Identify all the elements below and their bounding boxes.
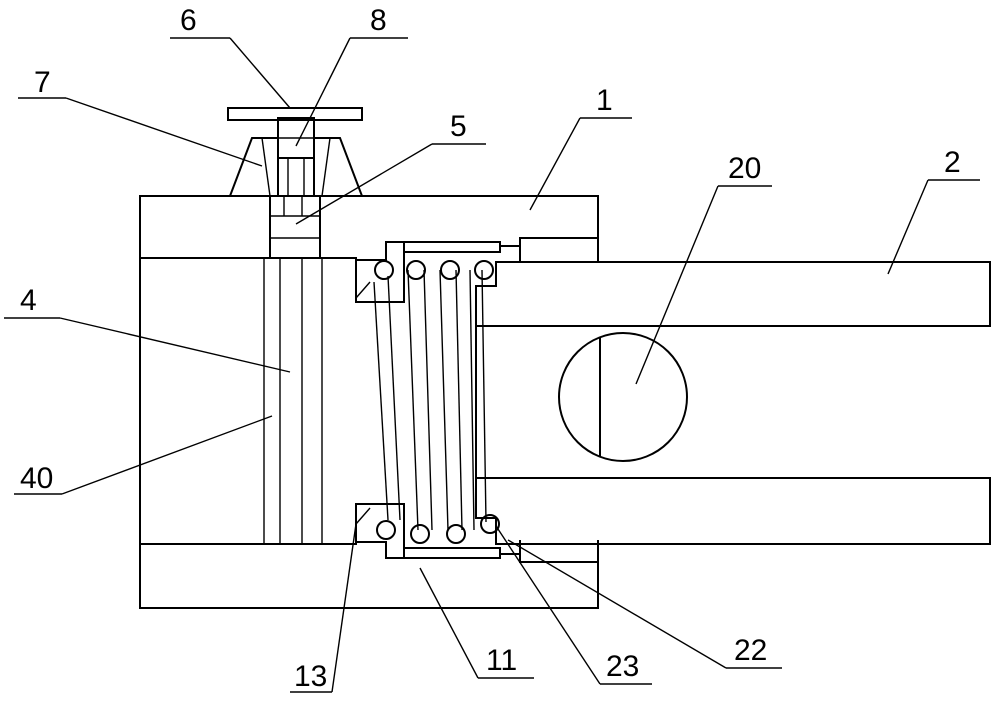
label-23: 23 [606,650,639,683]
spring [373,260,500,544]
ball-20 [558,332,688,462]
stem-block-5 [269,195,321,259]
stem-8 [277,117,315,197]
seat-cap-11 [403,241,501,559]
label-11: 11 [486,644,517,677]
label-4: 4 [20,284,37,317]
label-6: 6 [180,4,197,37]
bracket-7 [228,137,364,197]
label-8: 8 [370,4,387,37]
gate-plate [263,258,323,544]
pipe-2 [475,261,991,545]
label-40: 40 [20,462,53,495]
label-13: 13 [294,660,327,693]
leader-lines [4,37,980,693]
part-labels: 6 8 7 5 1 20 2 4 40 13 11 23 22 [20,4,961,693]
label-22: 22 [734,634,767,667]
label-20: 20 [728,152,761,185]
label-5: 5 [450,110,467,143]
retainer-13 [355,241,405,559]
label-2: 2 [944,146,961,179]
label-1: 1 [596,84,613,117]
housing-body [139,195,599,609]
handwheel-6 [227,107,363,121]
label-7: 7 [34,66,51,99]
